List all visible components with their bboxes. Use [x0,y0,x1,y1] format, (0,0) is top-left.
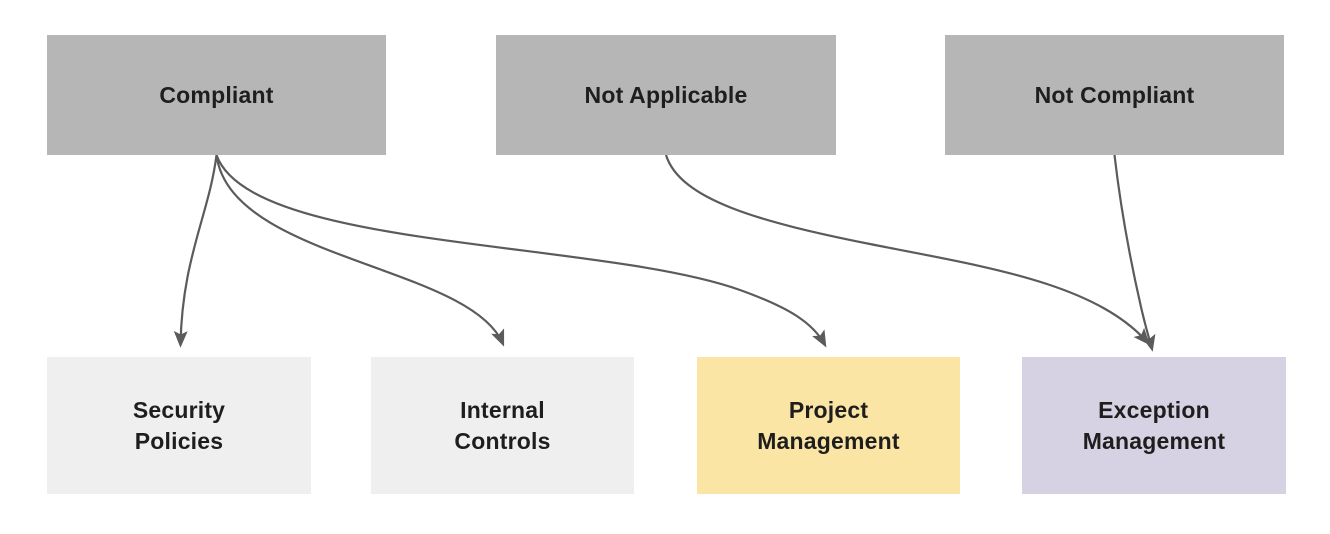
edge-not-compliant-exception-management [1113,154,1156,352]
node-compliant: Compliant [47,35,386,155]
edge-compliant-security-policies [173,154,218,348]
node-exception-management: Exception Management [1022,357,1286,494]
edge-not-applicable-exception-management [664,154,1150,346]
node-not-compliant: Not Compliant [945,35,1284,155]
node-internal-controls: Internal Controls [371,357,634,494]
node-security-policies: Security Policies [47,357,311,494]
node-not-applicable: Not Applicable [496,35,836,155]
node-project-management: Project Management [697,357,960,494]
edge-compliant-internal-controls [215,154,505,347]
edge-compliant-project-management [215,154,827,348]
